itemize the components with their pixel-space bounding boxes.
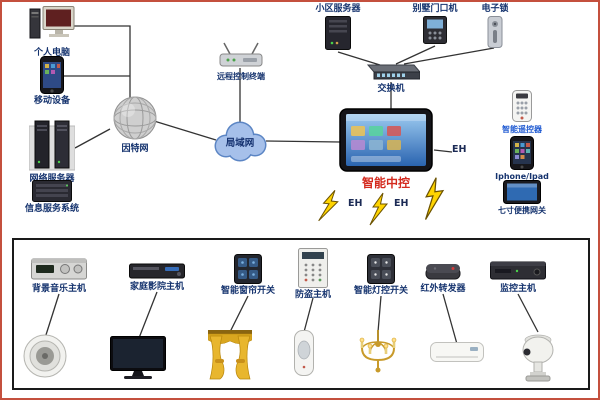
iphone-icon	[510, 136, 534, 170]
node-iphone-ipad: Iphone/Ipad	[495, 136, 549, 181]
node-mobile: 移动设备	[20, 56, 84, 106]
node-pc: 个人电脑	[16, 6, 88, 58]
lightning-bolt-icon	[318, 177, 445, 226]
curtain-switch-panel-icon	[234, 254, 262, 284]
node-curtain	[208, 330, 252, 382]
node-ptz-camera	[518, 330, 558, 382]
network-switch-icon	[366, 64, 420, 80]
ceiling-speaker-icon	[23, 334, 67, 378]
node-central-control: 智能中控	[336, 108, 436, 191]
node-theater-host: 家庭影院主机	[120, 262, 194, 292]
dvr-icon	[490, 261, 546, 280]
node-ceiling-speaker	[22, 334, 68, 378]
node-tv	[110, 336, 166, 382]
ir-repeater-label: 红外转发器	[420, 284, 466, 294]
node-network-server: 网络服务器	[16, 120, 88, 184]
motion-sensor-icon	[294, 330, 314, 376]
node-community-server: 小区服务器	[306, 4, 370, 51]
node-info-system: 信息服务系统	[12, 180, 92, 214]
info-system-label: 信息服务系统	[24, 204, 79, 214]
network-server-label: 网络服务器	[29, 174, 75, 184]
villa-door-station-label: 别墅门口机	[412, 4, 458, 14]
node-electronic-lock: 电子锁	[470, 4, 520, 49]
tv-icon	[110, 336, 166, 379]
ptz-camera-icon	[522, 334, 554, 382]
media-player-icon	[129, 263, 185, 279]
bgm-host-label: 背景音乐主机	[31, 284, 86, 294]
smartphone-icon	[40, 56, 64, 94]
node-dvr-host: 监控主机	[484, 258, 552, 294]
node-remote-terminal: 远程控制终端	[206, 42, 276, 81]
internet-globe-icon	[113, 96, 157, 140]
central-control-tablet-icon	[339, 108, 433, 172]
electronic-lock-label: 电子锁	[481, 4, 509, 14]
node-chandelier	[356, 330, 400, 378]
pc-label: 个人电脑	[33, 48, 70, 58]
smart-remote-label: 智能遥控器	[502, 125, 542, 134]
node-lan-cloud: 局域网	[210, 120, 270, 162]
alarm-host-label: 防盗主机	[294, 290, 331, 300]
air-conditioner-icon	[430, 342, 484, 362]
node-network-switch: 交换机	[360, 60, 422, 94]
device-zone-border	[12, 238, 590, 390]
remote-terminal-label: 远程控制终端	[217, 72, 265, 81]
server-rack-icon	[32, 180, 72, 202]
theater-host-label: 家庭影院主机	[129, 282, 184, 292]
curtain-switch-label: 智能窗帘开关	[220, 286, 275, 296]
lan-cloud-icon: 局域网	[214, 121, 267, 162]
central-control-label: 智能中控	[361, 176, 410, 190]
light-switch-panel-icon	[367, 254, 395, 284]
node-villa-door-station: 别墅门口机	[404, 4, 466, 45]
node-smart-remote: 智能遥控器	[500, 90, 544, 135]
amplifier-icon	[31, 258, 87, 280]
community-server-label: 小区服务器	[315, 4, 361, 14]
lan-label: 局域网	[226, 137, 255, 149]
portable-gateway-label: 七寸便携网关	[498, 206, 546, 215]
remote-control-icon	[512, 90, 532, 122]
portable-gateway-icon	[503, 180, 541, 204]
node-air-conditioner	[430, 342, 484, 364]
curtain-icon	[208, 330, 252, 380]
mobile-label: 移动设备	[33, 96, 70, 106]
internet-label: 因特网	[121, 144, 149, 154]
server-tower-icon	[325, 16, 351, 51]
node-light-switch: 智能灯控开关	[347, 254, 415, 296]
wireless-router-icon	[219, 42, 263, 67]
light-switch-label: 智能灯控开关	[353, 286, 408, 296]
network-switch-label: 交换机	[377, 84, 405, 94]
chandelier-icon	[359, 330, 397, 373]
server-towers-icon	[29, 120, 75, 171]
node-bgm-host: 背景音乐主机	[22, 256, 96, 294]
iphone-ipad-label: Iphone/Ipad	[495, 172, 549, 181]
node-portable-gateway: 七寸便携网关	[492, 180, 552, 215]
desktop-computer-icon	[29, 6, 75, 39]
eh-marker: EH	[452, 144, 467, 155]
eh-marker: EH	[394, 198, 409, 209]
eh-marker: EH	[348, 198, 363, 209]
node-ir-repeater: 红外转发器	[409, 260, 477, 294]
alarm-keypad-icon	[298, 248, 328, 288]
ir-repeater-icon	[425, 264, 461, 280]
node-curtain-switch: 智能窗帘开关	[214, 254, 282, 296]
node-alarm-host: 防盗主机	[283, 248, 343, 300]
node-internet: 因特网	[104, 96, 166, 154]
dvr-host-label: 监控主机	[499, 284, 536, 294]
door-intercom-icon	[423, 16, 447, 45]
electronic-lock-icon	[487, 16, 503, 49]
node-motion-sensor	[294, 330, 314, 376]
